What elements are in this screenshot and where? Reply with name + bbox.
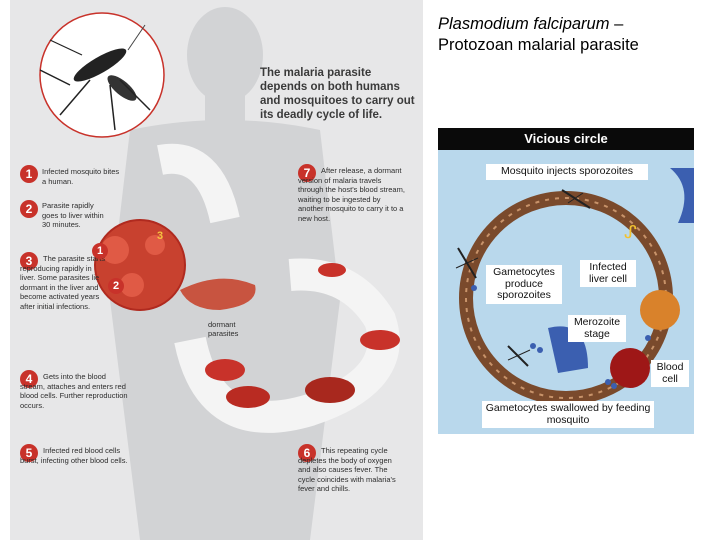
step-number: 1 — [20, 165, 38, 183]
step-number: 5 — [20, 444, 38, 462]
step-text: Parasite rapidly goes to liver within 30… — [42, 201, 104, 230]
vicious-circle-header: Vicious circle — [438, 128, 694, 150]
label-gametocytes-swallowed: Gametocytes swallowed by feeding mosquit… — [482, 401, 654, 428]
malaria-lifecycle-infographic: The malaria parasite depends on both hum… — [10, 0, 423, 540]
mosquito-icon — [561, 189, 591, 209]
step-number: 4 — [20, 370, 38, 388]
page-title: Plasmodium falciparum – Protozoan malari… — [438, 14, 718, 56]
step-text: The parasite starts reproducing rapidly … — [20, 254, 106, 311]
step-text: This repeating cycle depletes the body o… — [298, 446, 396, 494]
liver-illustration — [180, 278, 256, 310]
species-name: Plasmodium falciparum — [438, 15, 610, 33]
label-merozoite-stage: Merozoite stage — [568, 315, 626, 342]
title-subtitle: Protozoan malarial parasite — [438, 36, 639, 54]
step-text: Infected mosquito bites a human. — [42, 167, 120, 186]
label-blood-cell: Blood cell — [651, 360, 689, 387]
gametocyte-dots — [471, 285, 651, 389]
step-text: Gets into the blood stream, attaches and… — [20, 372, 128, 410]
mosquito-icon — [507, 345, 531, 367]
sporozoite-icon: ᔑ — [624, 222, 637, 243]
liver-marker-1: 1 — [92, 243, 108, 259]
human-silhouette — [110, 7, 340, 540]
vein-shape — [670, 168, 694, 223]
title-dash: – — [609, 15, 624, 33]
liver-marker-2: 2 — [108, 278, 124, 294]
mosquito-icon — [455, 247, 479, 279]
red-blood-cells — [205, 263, 400, 408]
liver-cell — [640, 290, 680, 330]
vicious-circle-artwork: ᔑ — [455, 168, 694, 405]
dormant-parasites-label: dormant parasites — [208, 320, 239, 338]
vicious-circle-diagram: ᔑ Vicious circle Mosquito injects sporoz… — [438, 128, 694, 434]
blood-cell-graphic — [610, 348, 650, 388]
label-gametocytes-produce: Gametocytes produce sporozoites — [486, 265, 562, 304]
label-infected-liver-cell: Infected liver cell — [580, 260, 636, 287]
step-number: 3 — [20, 252, 38, 270]
step-number: 7 — [298, 164, 316, 182]
step-number: 6 — [298, 444, 316, 462]
liver-marker-3: 3 — [156, 230, 164, 242]
cycle-arrows — [157, 143, 400, 433]
label-mosquito-injects: Mosquito injects sporozoites — [486, 164, 648, 180]
step-text: After release, a dormant version of mala… — [298, 166, 405, 223]
step-text: Infected red blood cells burst, infectin… — [20, 446, 128, 465]
infographic-artwork — [39, 7, 400, 540]
infographic-intro: The malaria parasite depends on both hum… — [260, 67, 415, 121]
step-number: 2 — [20, 200, 38, 218]
mosquito-illustration — [39, 12, 165, 138]
liver-cell-closeup — [94, 219, 186, 311]
